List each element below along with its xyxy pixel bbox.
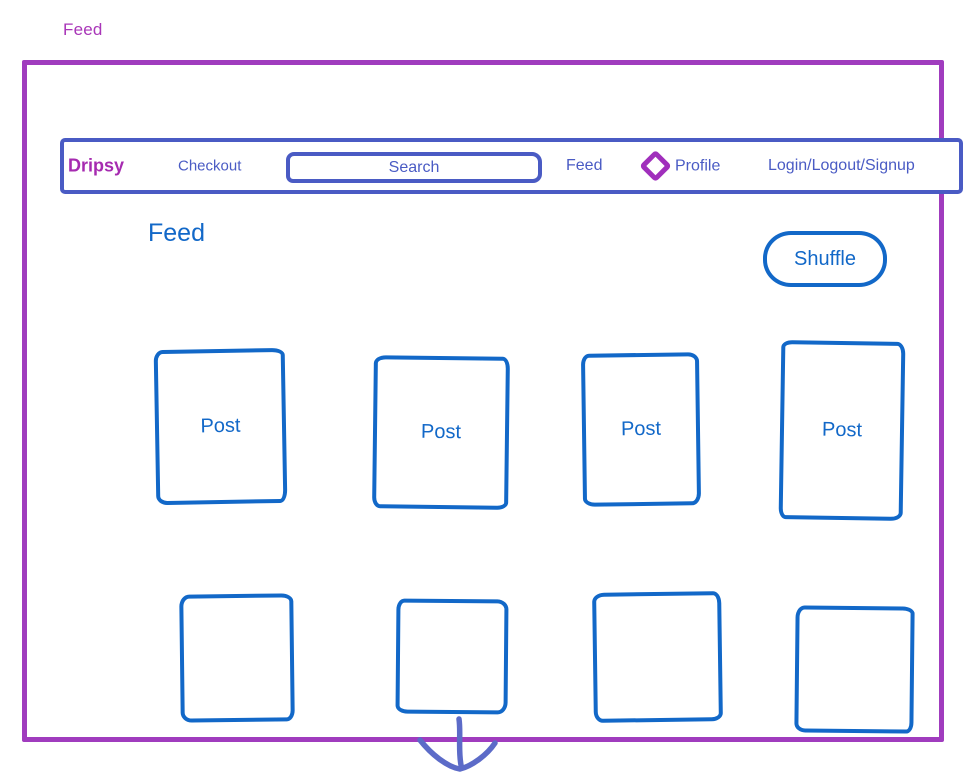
nav-item-login-logout-signup[interactable]: Login/Logout/Signup xyxy=(768,157,915,174)
post-card-label: Post xyxy=(420,420,462,444)
post-card[interactable]: Post xyxy=(778,340,906,521)
frame-title-label[interactable]: Feed xyxy=(63,20,103,39)
nav-item-checkout[interactable]: Checkout xyxy=(178,157,242,175)
page-title: Feed xyxy=(148,219,205,247)
post-card[interactable]: Post xyxy=(580,352,702,507)
post-card[interactable] xyxy=(179,593,295,723)
post-card-label: Post xyxy=(620,417,662,441)
post-card[interactable] xyxy=(794,605,915,734)
post-card[interactable] xyxy=(395,598,509,715)
app-frame: Dripsy Checkout Feed Profile Login/Logou… xyxy=(22,60,963,772)
search-input[interactable] xyxy=(286,152,542,183)
post-card[interactable]: Post xyxy=(372,355,510,510)
post-card[interactable]: Post xyxy=(153,347,288,506)
nav-item-profile[interactable]: Profile xyxy=(639,149,721,183)
post-card-label: Post xyxy=(821,418,863,442)
post-card-label: Post xyxy=(200,414,241,438)
brand-logo[interactable]: Dripsy xyxy=(68,155,125,176)
scroll-down-arrow-icon xyxy=(417,716,498,772)
nav-item-feed[interactable]: Feed xyxy=(566,157,603,174)
navbar: Dripsy Checkout Feed Profile Login/Logou… xyxy=(60,138,963,194)
diamond-icon xyxy=(639,149,672,183)
shuffle-button[interactable]: Shuffle xyxy=(763,231,887,287)
nav-profile-label: Profile xyxy=(675,157,721,174)
post-card[interactable] xyxy=(592,591,723,723)
